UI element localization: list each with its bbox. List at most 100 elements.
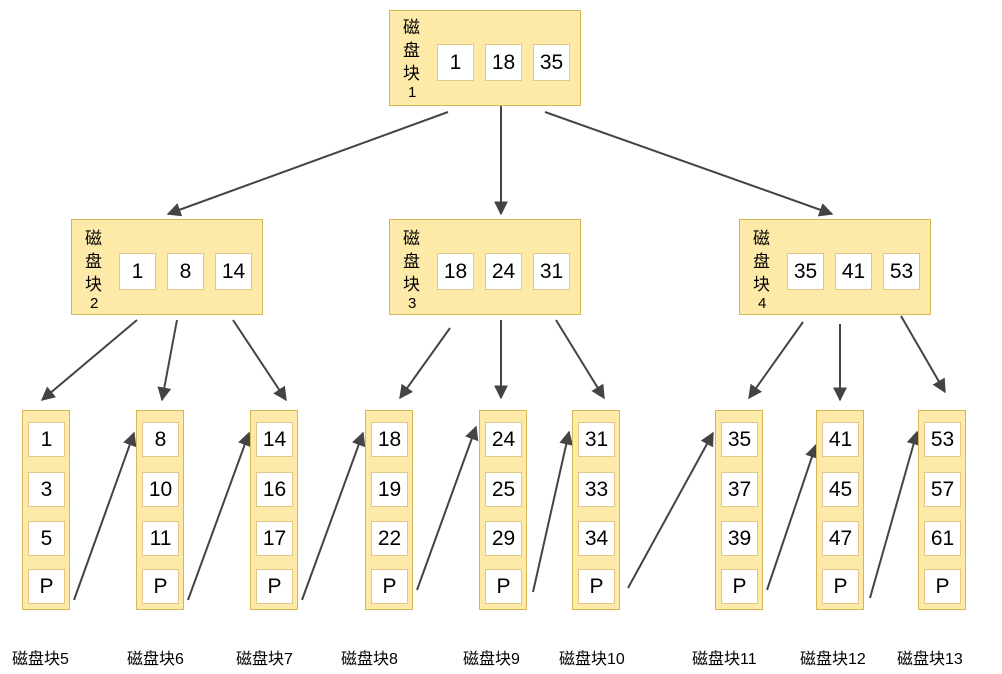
index-key: 18 <box>437 253 474 290</box>
link-block9-to-block10 <box>532 430 574 593</box>
label-char: 块 <box>403 64 420 83</box>
index-key: 35 <box>533 44 570 81</box>
label-num: 4 <box>758 295 767 312</box>
leaf-caption: 磁盘块11 <box>692 651 757 668</box>
leaf-caption: 磁盘块8 <box>341 651 398 668</box>
leaf-key: 25 <box>485 472 522 507</box>
leaf-pointer: P <box>485 569 522 604</box>
leaf-key: 3 <box>28 472 65 507</box>
index-key: 18 <box>485 44 522 81</box>
edge-root-to-block4 <box>544 111 834 217</box>
index-key: 31 <box>533 253 570 290</box>
leaf-caption: 磁盘块13 <box>897 651 963 668</box>
disk-block-10: 31 33 34 P <box>572 410 620 610</box>
link-block5-to-block6 <box>73 431 137 601</box>
label-char: 块 <box>403 275 420 294</box>
label-char: 磁 <box>85 229 102 248</box>
disk-block-4: 磁 盘 块 4 35 41 53 <box>739 219 931 315</box>
disk-block-12: 41 45 47 P <box>816 410 864 610</box>
leaf-key: 17 <box>256 521 293 556</box>
disk-block-6: 8 10 11 P <box>136 410 184 610</box>
label-char: 块 <box>85 275 102 294</box>
leaf-caption: 磁盘块6 <box>127 651 184 668</box>
disk-block-label: 磁 盘 块 1 <box>403 16 420 101</box>
disk-block-5: 1 3 5 P <box>22 410 70 610</box>
leaf-key: 45 <box>822 472 859 507</box>
leaf-caption: 磁盘块12 <box>800 651 866 668</box>
leaf-pointer: P <box>578 569 615 604</box>
leaf-pointer: P <box>371 569 408 604</box>
link-block10-to-block11 <box>627 431 714 589</box>
leaf-caption: 磁盘块10 <box>559 651 625 668</box>
leaf-key: 5 <box>28 521 65 556</box>
leaf-key: 8 <box>142 422 179 457</box>
link-block6-to-block7 <box>187 431 252 601</box>
index-key: 53 <box>883 253 920 290</box>
leaf-key: 57 <box>924 472 961 507</box>
disk-block-2: 磁 盘 块 2 1 8 14 <box>71 219 263 315</box>
leaf-key: 29 <box>485 521 522 556</box>
edge-block4-to-block11 <box>748 321 804 400</box>
leaf-pointer: P <box>822 569 859 604</box>
edge-root-to-block2 <box>166 111 449 217</box>
leaf-key: 35 <box>721 422 758 457</box>
link-block7-to-block8 <box>301 431 366 601</box>
leaf-key: 10 <box>142 472 179 507</box>
index-key: 8 <box>167 253 204 290</box>
index-key: 1 <box>437 44 474 81</box>
leaf-pointer: P <box>721 569 758 604</box>
leaf-key: 11 <box>142 521 179 556</box>
leaf-caption: 磁盘块5 <box>12 651 69 668</box>
leaf-key: 47 <box>822 521 859 556</box>
leaf-key: 41 <box>822 422 859 457</box>
index-key: 41 <box>835 253 872 290</box>
disk-block-1: 磁 盘 块 1 1 18 35 <box>389 10 581 106</box>
disk-block-label: 磁 盘 块 4 <box>753 227 770 312</box>
leaf-pointer: P <box>256 569 293 604</box>
leaf-pointer: P <box>924 569 961 604</box>
disk-block-8: 18 19 22 P <box>365 410 413 610</box>
label-num: 2 <box>90 295 99 312</box>
edge-block2-to-block6 <box>157 319 178 402</box>
index-key: 14 <box>215 253 252 290</box>
disk-block-9: 24 25 29 P <box>479 410 527 610</box>
edge-block2-to-block5 <box>40 319 138 401</box>
index-key: 1 <box>119 253 156 290</box>
leaf-key: 19 <box>371 472 408 507</box>
label-char: 磁 <box>403 18 420 37</box>
edge-block3-to-block8 <box>399 327 451 400</box>
leaf-key: 16 <box>256 472 293 507</box>
disk-block-3: 磁 盘 块 3 18 24 31 <box>389 219 581 315</box>
leaf-key: 61 <box>924 521 961 556</box>
leaf-key: 14 <box>256 422 293 457</box>
label-num: 3 <box>408 295 417 312</box>
leaf-key: 53 <box>924 422 961 457</box>
leaf-key: 31 <box>578 422 615 457</box>
leaf-pointer: P <box>28 569 65 604</box>
index-key: 24 <box>485 253 522 290</box>
disk-block-label: 磁 盘 块 3 <box>403 227 420 312</box>
disk-block-13: 53 57 61 P <box>918 410 966 610</box>
link-block12-to-block13 <box>869 430 921 599</box>
label-num: 1 <box>408 84 417 101</box>
leaf-pointer: P <box>142 569 179 604</box>
disk-block-label: 磁 盘 块 2 <box>85 227 102 312</box>
leaf-key: 24 <box>485 422 522 457</box>
label-char: 磁 <box>403 229 420 248</box>
edge-block3-to-block10 <box>555 319 605 400</box>
label-char: 磁 <box>753 229 770 248</box>
link-block8-to-block9 <box>416 425 479 591</box>
leaf-caption: 磁盘块7 <box>236 651 293 668</box>
edge-block2-to-block7 <box>232 319 287 402</box>
leaf-key: 33 <box>578 472 615 507</box>
label-char: 盘 <box>403 252 420 271</box>
leaf-key: 18 <box>371 422 408 457</box>
label-char: 盘 <box>403 41 420 60</box>
leaf-key: 22 <box>371 521 408 556</box>
leaf-key: 1 <box>28 422 65 457</box>
edge-block4-to-block13 <box>900 315 946 394</box>
leaf-key: 34 <box>578 521 615 556</box>
leaf-key: 37 <box>721 472 758 507</box>
